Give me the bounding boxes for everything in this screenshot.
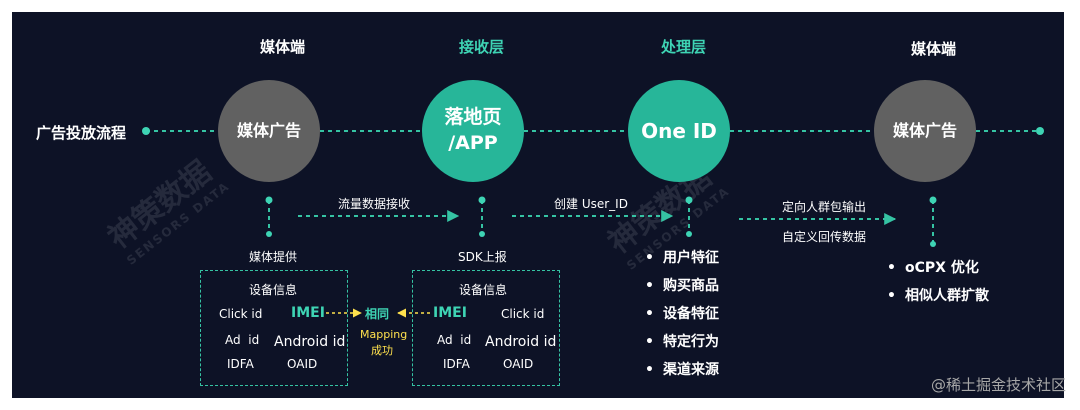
node-landing-page: 落地页 /APP xyxy=(422,80,524,182)
drop-label-sdk-report: SDK上报 xyxy=(458,250,507,264)
edge-label-create-id: 创建 User_ID xyxy=(554,197,628,211)
stage-header-media-1: 媒体端 xyxy=(260,38,306,56)
device-ad-id: Ad id xyxy=(437,333,472,347)
device-ad-id: Ad id xyxy=(225,333,260,347)
connector-lines xyxy=(142,127,1044,318)
media-output-list: oCPX 优化 相似人群扩散 xyxy=(887,254,989,310)
device-click-id: Click id xyxy=(501,307,545,321)
edge-label-output: 定向人群包输出 xyxy=(782,200,867,214)
stage-header-process: 处理层 xyxy=(661,38,707,56)
node-label: 落地页 /APP xyxy=(444,106,502,154)
flow-label: 广告投放流程 xyxy=(36,124,127,142)
drop-label-media-provide: 媒体提供 xyxy=(249,250,298,264)
edge-label-callback: 自定义回传数据 xyxy=(782,230,867,244)
processing-feature-list: 用户特征 购买商品 设备特征 特定行为 渠道来源 xyxy=(645,244,719,384)
stage-header-media-2: 媒体端 xyxy=(911,40,957,58)
node-label: One ID xyxy=(641,118,717,143)
list-item: 渠道来源 xyxy=(645,356,719,384)
mapping-success-label: 成功 xyxy=(371,344,393,357)
device-info-box-sdk: 设备信息 IMEI Click id Ad id Android id IDFA… xyxy=(412,270,560,386)
node-one-id: One ID xyxy=(628,80,730,182)
list-item: 特定行为 xyxy=(645,328,719,356)
device-info-box-media: 设备信息 Click id IMEI Ad id Android id IDFA… xyxy=(200,270,348,386)
node-label: 媒体广告 xyxy=(236,121,301,141)
device-android-id: Android id xyxy=(485,334,557,350)
device-idfa: IDFA xyxy=(443,357,470,371)
stage-header-receive: 接收层 xyxy=(459,38,505,56)
mapping-label: Mapping xyxy=(360,328,408,341)
device-oaid: OAID xyxy=(503,357,534,371)
device-android-id: Android id xyxy=(274,334,346,350)
source-credit: @稀土掘金技术社区 xyxy=(930,376,1066,394)
mapping-same-label: 相同 xyxy=(365,307,390,321)
node-media-ad-1: 媒体广告 xyxy=(218,80,320,182)
list-item: 相似人群扩散 xyxy=(887,282,989,310)
list-item: 设备特征 xyxy=(645,300,719,328)
device-imei: IMEI xyxy=(433,305,467,321)
edge-label-traffic: 流量数据接收 xyxy=(338,197,411,211)
node-label: 媒体广告 xyxy=(892,121,957,141)
device-box-title: 设备信息 xyxy=(249,283,298,297)
node-media-ad-2: 媒体广告 xyxy=(874,80,976,182)
device-idfa: IDFA xyxy=(227,357,254,371)
device-imei: IMEI xyxy=(291,305,325,321)
list-item: 购买商品 xyxy=(645,272,719,300)
device-click-id: Click id xyxy=(219,307,263,321)
device-box-title: 设备信息 xyxy=(459,283,508,297)
list-item: oCPX 优化 xyxy=(887,254,989,282)
list-item: 用户特征 xyxy=(645,244,719,272)
device-oaid: OAID xyxy=(287,357,318,371)
